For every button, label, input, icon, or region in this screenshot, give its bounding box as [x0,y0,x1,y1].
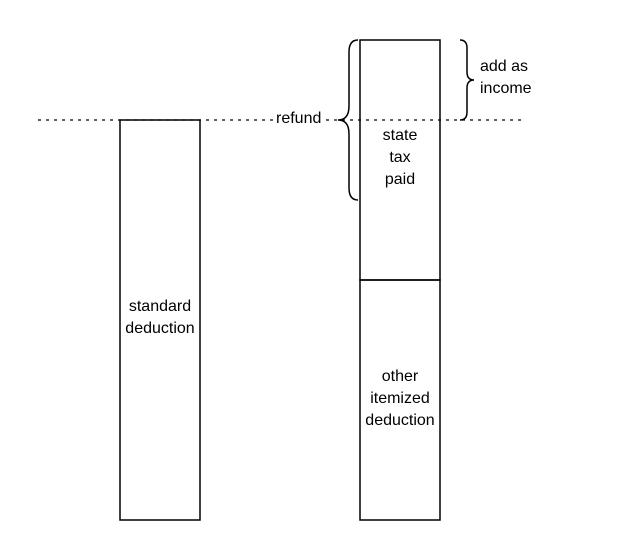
state-tax-paid-label: state tax paid [382,127,418,188]
refund-brace [337,39,359,201]
add-as-income-brace [459,39,475,121]
refund-label: refund [274,110,324,128]
add-as-income-label: add as income [480,58,532,97]
standard-deduction-label: standard deduction [125,298,195,337]
other-itemized-deduction-label: other itemized deduction [365,368,435,429]
standard-deduction-box [119,119,201,521]
other-itemized-deduction-box [359,279,441,521]
